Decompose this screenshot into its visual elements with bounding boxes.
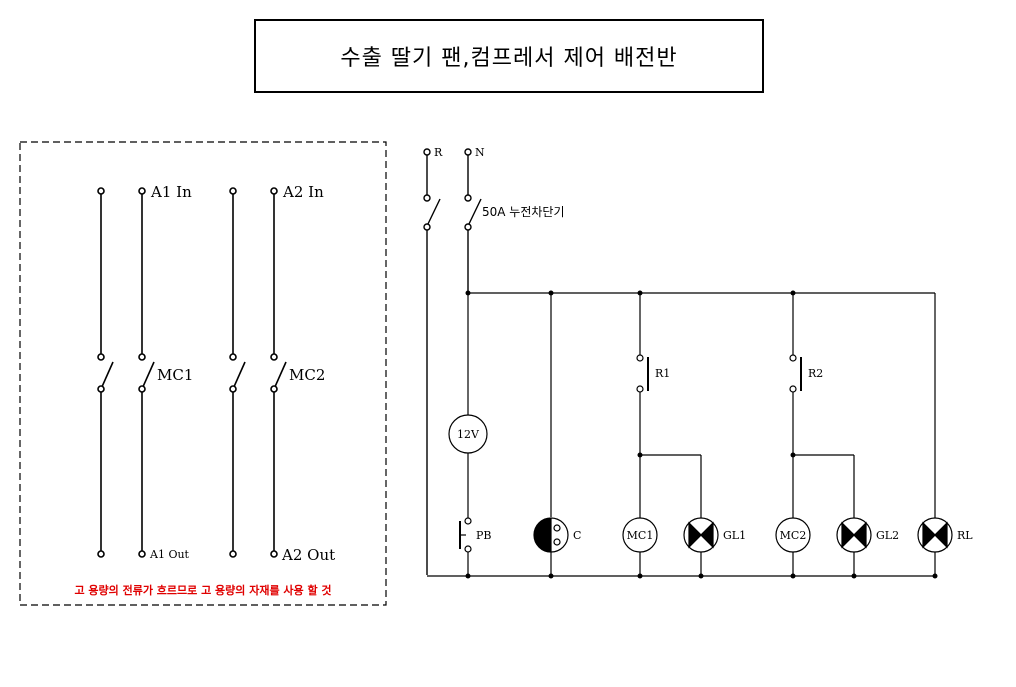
coil-mc1-label: MC1 <box>627 529 654 542</box>
relay-r2-label: R2 <box>808 367 823 380</box>
branch-compressor <box>533 293 569 576</box>
a2-out-label: A2 Out <box>281 546 335 564</box>
mc2-label: MC2 <box>289 366 325 384</box>
push-button-label: PB <box>476 529 492 542</box>
branch-r2 <box>775 293 872 576</box>
breaker-label: 50A 누전차단기 <box>482 205 565 219</box>
mc1-label: MC1 <box>157 366 193 384</box>
source-12v-label: 12V <box>457 428 480 441</box>
a2-in-label: A2 In <box>282 183 324 201</box>
supply-r-label: R <box>434 146 443 159</box>
mc2-pole-right <box>270 187 287 558</box>
branch-12v-pb <box>448 293 488 576</box>
a1-in-label: A1 In <box>150 183 192 201</box>
compressor-label: C <box>573 529 581 542</box>
supply-n-label: N <box>475 146 485 159</box>
branch-rl <box>917 293 953 576</box>
lamp-rl-label: RL <box>957 529 973 542</box>
supply-and-breaker <box>423 148 482 575</box>
power-panel: A1 In A2 In MC1 MC2 A1 Out A2 Out 고 용량의 … <box>19 141 387 606</box>
warning-note: 고 용량의 전류가 흐르므로 고 용량의 자재를 사용 할 것 <box>74 583 331 597</box>
lamp-gl2-label: GL2 <box>876 529 899 542</box>
buses <box>427 292 935 577</box>
mc1-pole-right <box>138 187 155 558</box>
junction-dots <box>465 290 938 579</box>
relay-r1-label: R1 <box>655 367 670 380</box>
mc2-pole-left <box>229 187 246 558</box>
mc1-pole-left <box>97 187 114 558</box>
power-panel-border <box>19 141 387 606</box>
diagram-title: 수출 딸기 팬,컴프레서 제어 배전반 <box>254 19 764 93</box>
lamp-gl1-label: GL1 <box>723 529 746 542</box>
control-circuit: R N 50A 누전차단기 12V PB <box>423 146 973 579</box>
a1-out-label: A1 Out <box>149 548 190 561</box>
coil-mc2-label: MC2 <box>780 529 807 542</box>
